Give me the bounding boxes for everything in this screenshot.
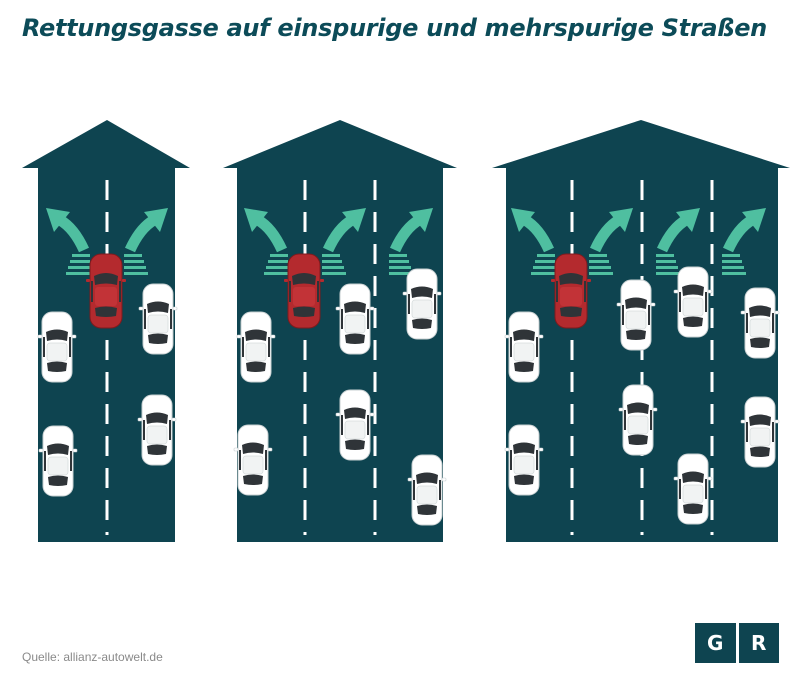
four-lane-road — [492, 120, 790, 542]
car — [673, 266, 713, 338]
car — [407, 454, 447, 526]
car — [38, 425, 78, 497]
logo-letter-g: G — [695, 623, 736, 663]
car — [740, 287, 780, 359]
car — [740, 396, 780, 468]
car — [335, 283, 375, 355]
page-title: Rettungsgasse auf einspurige und mehrspu… — [22, 14, 767, 42]
car — [504, 311, 544, 383]
car — [137, 394, 177, 466]
three-lane-road — [223, 120, 457, 542]
source-credit: Quelle: allianz-autowelt.de — [22, 650, 163, 664]
car — [236, 311, 276, 383]
single-lane-road — [22, 120, 190, 542]
car — [616, 279, 656, 351]
emergency-car — [283, 253, 325, 329]
logo-letter-r: R — [738, 623, 779, 663]
gr-logo: G R — [695, 623, 779, 663]
emergency-car — [85, 253, 127, 329]
car — [402, 268, 442, 340]
car — [618, 384, 658, 456]
car — [138, 283, 178, 355]
car — [233, 424, 273, 496]
car — [335, 389, 375, 461]
car — [673, 453, 713, 525]
car — [37, 311, 77, 383]
emergency-car — [550, 253, 592, 329]
car — [504, 424, 544, 496]
